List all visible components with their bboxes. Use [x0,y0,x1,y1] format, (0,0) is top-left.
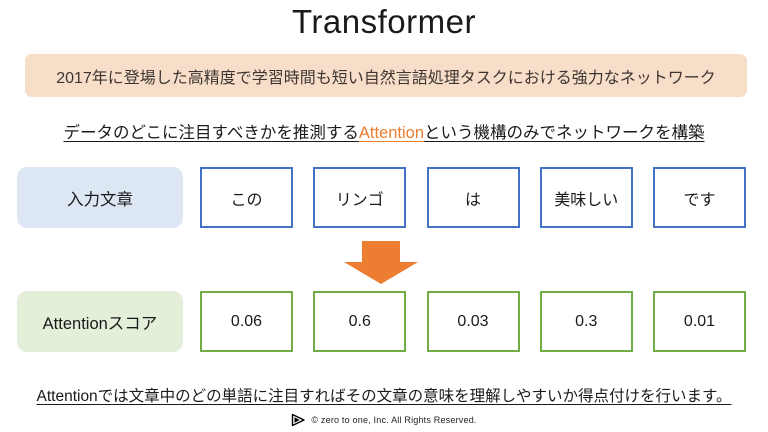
attention-score-label: Attentionスコア [17,291,183,352]
definition-banner: 2017年に登場した高精度で学習時間も短い自然言語処理タスクにおける強力なネット… [25,54,747,97]
attention-score-box: 0.6 [313,291,407,352]
subtitle-suffix: という機構のみでネットワークを構築 [424,124,705,142]
attention-score-box: 0.3 [539,291,633,352]
definition-banner-text: 2017年に登場した高精度で学習時間も短い自然言語処理タスクにおける強力なネット… [56,69,716,87]
attention-score-box: 0.06 [200,291,293,352]
input-word-box: は [426,167,520,228]
attention-score-box: 0.03 [426,291,520,352]
input-word-box: リンゴ [313,167,407,228]
down-arrow-icon [344,241,418,284]
footnote-line: Attentionでは文章中のどの単語に注目すればその文章の意味を理解しやすいか… [0,384,768,406]
copyright-text: © zero to one, Inc. All Rights Reserved. [311,415,477,425]
page-title: Transformer [292,3,476,40]
input-sentence-label: 入力文章 [17,167,183,228]
attention-score-row: 0.06 0.6 0.03 0.3 0.01 [200,291,746,352]
subtitle-line: データのどこに注目すべきかを推測するAttentionという機構のみでネットワー… [0,119,768,143]
input-word-box: です [653,167,746,228]
footer: © zero to one, Inc. All Rights Reserved. [0,413,768,427]
subtitle-prefix: データのどこに注目すべきかを推測する [63,124,359,142]
attention-score-box: 0.01 [653,291,746,352]
input-word-row: この リンゴ は 美味しい です [200,167,746,228]
down-arrow-head [344,262,418,284]
footnote-text: Attentionでは文章中のどの単語に注目すればその文章の意味を理解しやすいか… [36,388,732,405]
subtitle-attention-highlight: Attention [358,124,424,142]
input-word-box: この [200,167,293,228]
input-word-box: 美味しい [539,167,633,228]
zero-to-one-logo-icon [291,413,306,427]
down-arrow-stem [362,241,400,262]
